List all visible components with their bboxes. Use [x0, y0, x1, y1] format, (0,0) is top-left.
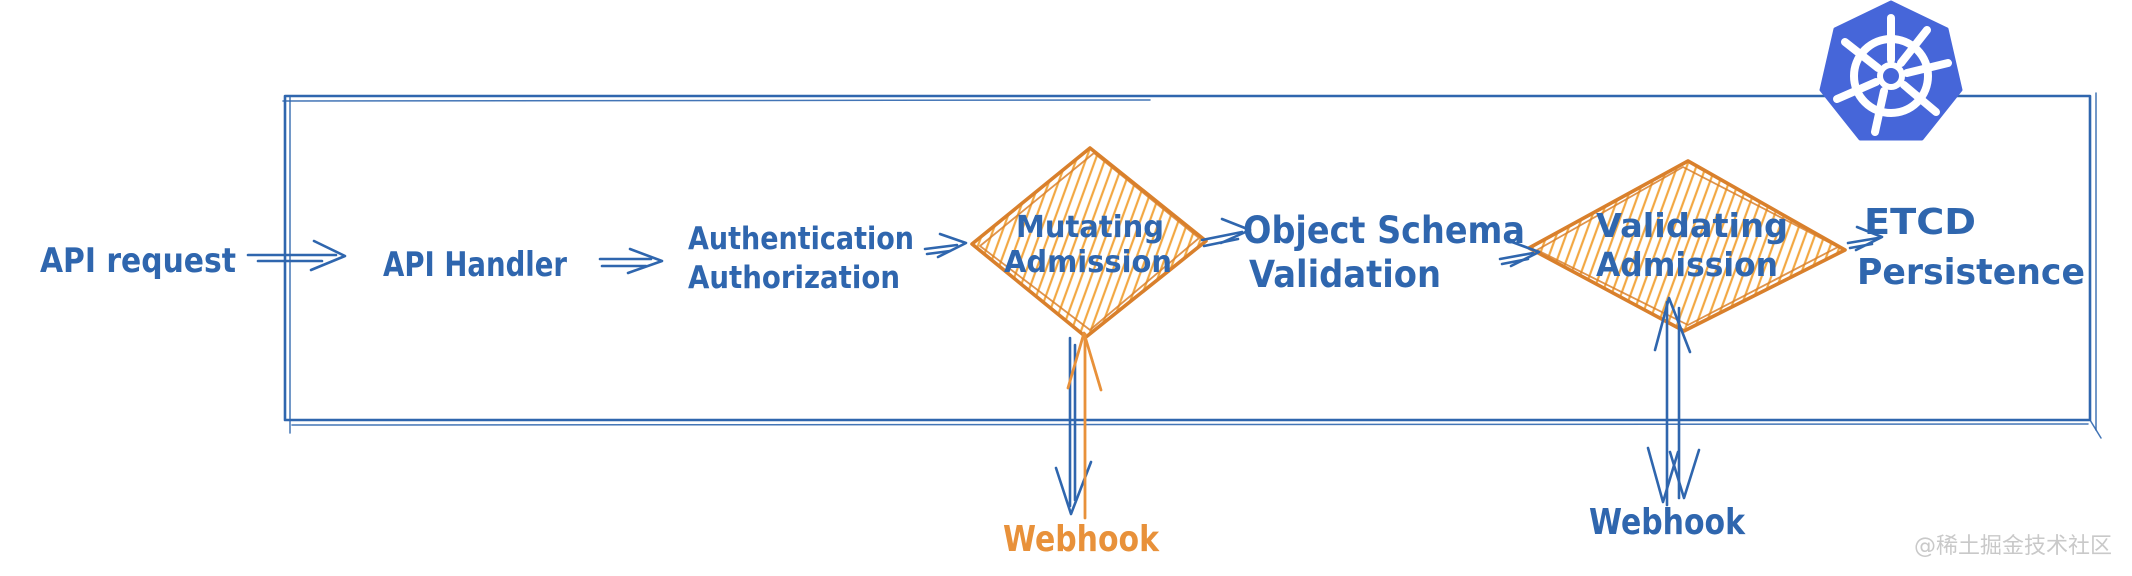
arrow-handler-to-auth: [598, 247, 664, 275]
arrow-validating-to-webhook: [1646, 296, 1701, 507]
mutating-admission-node: Mutating Admission: [970, 146, 1208, 339]
object-schema-validation-label: Object Schema Validation: [1243, 209, 1525, 296]
api-handler-label: API Handler: [383, 245, 567, 285]
authentication-line: Authentication: [688, 221, 914, 257]
authorization-line: Authorization: [688, 260, 900, 296]
webhook-mutating-label: Webhook: [1003, 519, 1160, 560]
validating-admission-line: Admission: [1596, 245, 1778, 284]
watermark: @稀土掘金技术社区: [1914, 534, 2112, 559]
arrow-mutating-to-object-schema: [1200, 217, 1252, 248]
arrow-mutating-to-webhook: [1054, 331, 1103, 520]
mutating-line: Mutating: [1016, 210, 1164, 245]
validating-admission-node: Validating Admission: [1527, 159, 1847, 333]
webhook-validating-label: Webhook: [1589, 502, 1746, 543]
etcd-persistence-label: ETCD Persistence: [1857, 202, 2085, 293]
object-schema-line: Object Schema: [1243, 209, 1525, 252]
helm-spokes: [1833, 14, 1952, 136]
arrow-validating-to-etcd: [1846, 225, 1884, 252]
kubernetes-icon: [1819, 0, 1963, 141]
api-request-label: API request: [40, 241, 236, 281]
arrow-object-schema-to-validating: [1498, 240, 1541, 268]
mutating-admission-line: Admission: [1004, 245, 1172, 280]
kubernetes-cluster-boundary: [282, 92, 2102, 439]
authentication-authorization-label: Authentication Authorization: [688, 221, 914, 296]
persistence-line: Persistence: [1857, 252, 2085, 293]
arrow-api-request-to-handler: [246, 239, 347, 272]
validation-line: Validation: [1249, 253, 1441, 296]
validating-line: Validating: [1596, 206, 1788, 245]
arrow-auth-to-mutating: [923, 232, 968, 259]
